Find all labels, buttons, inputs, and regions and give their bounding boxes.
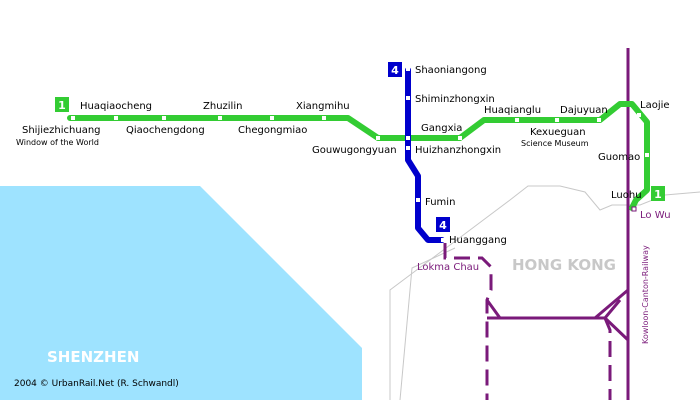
station-marker-lo-wu bbox=[631, 206, 637, 212]
region-label-hong-kong: HONG KONG bbox=[512, 256, 616, 274]
svg-text:4: 4 bbox=[439, 219, 447, 232]
station-lokma-chau: Lokma Chau bbox=[417, 262, 479, 273]
station-chegongmiao: Chegongmiao bbox=[238, 125, 307, 136]
station-marker bbox=[555, 118, 559, 122]
line-1-badge-right: 1 bbox=[651, 186, 665, 201]
sea-area bbox=[0, 186, 362, 400]
station-marker bbox=[597, 118, 601, 122]
line-4-badge-top: 4 bbox=[388, 62, 402, 77]
station-shijiezhichuang: Shijiezhichuang bbox=[22, 125, 101, 136]
station-lo-wu: Lo Wu bbox=[640, 210, 671, 221]
station-marker bbox=[645, 153, 649, 157]
station-shaoniangong: Shaoniangong bbox=[415, 65, 487, 76]
map-credit: 2004 © UrbanRail.Net (R. Schwandl) bbox=[14, 379, 179, 389]
line-1-route bbox=[67, 101, 650, 211]
station-marker bbox=[376, 136, 380, 140]
station-xiangmihu: Xiangmihu bbox=[296, 101, 350, 112]
rail-label-kcr: Kowloon-Canton-Railway bbox=[641, 245, 650, 344]
station-qiaochengdong: Qiaochengdong bbox=[126, 125, 205, 136]
station-marker bbox=[416, 198, 420, 202]
station-kexueguan: Kexueguan bbox=[530, 127, 586, 138]
station-marker bbox=[114, 116, 118, 120]
station-gouwugongyuan: Gouwugongyuan bbox=[312, 145, 397, 156]
station-marker bbox=[270, 116, 274, 120]
station-marker bbox=[406, 96, 410, 100]
station-shiminzhongxin: Shiminzhongxin bbox=[415, 94, 495, 105]
station-fumin: Fumin bbox=[425, 197, 455, 208]
station-marker bbox=[218, 116, 222, 120]
station-marker bbox=[162, 116, 166, 120]
svg-text:1: 1 bbox=[58, 99, 66, 112]
region-label-shenzhen: SHENZHEN bbox=[47, 348, 139, 366]
svg-text:1: 1 bbox=[654, 188, 662, 201]
svg-text:4: 4 bbox=[391, 64, 399, 77]
station-laojie: Laojie bbox=[640, 100, 670, 111]
station-guomao: Guomao bbox=[598, 152, 640, 163]
station-marker bbox=[71, 116, 75, 120]
station-shijiezhichuang-subtitle: Window of the World bbox=[16, 138, 99, 147]
station-huizhanzhongxin: Huizhanzhongxin bbox=[415, 145, 501, 156]
station-zhuzilin: Zhuzilin bbox=[203, 101, 242, 112]
station-marker bbox=[406, 67, 410, 71]
station-huanggang: Huanggang bbox=[449, 235, 507, 246]
station-marker bbox=[441, 238, 445, 242]
station-markers bbox=[71, 67, 649, 242]
station-marker bbox=[406, 136, 410, 140]
station-gangxia: Gangxia bbox=[421, 123, 462, 134]
station-marker bbox=[322, 116, 326, 120]
border-lines bbox=[389, 185, 700, 400]
line-4-badge-bottom: 4 bbox=[436, 217, 450, 232]
station-huaqianglu: Huaqianglu bbox=[484, 105, 541, 116]
station-marker bbox=[406, 146, 410, 150]
station-marker bbox=[515, 118, 519, 122]
station-dajuyuan: Dajuyuan bbox=[560, 105, 608, 116]
station-marker bbox=[458, 136, 462, 140]
station-marker bbox=[637, 113, 641, 117]
station-kexueguan-subtitle: Science Museum bbox=[521, 139, 589, 148]
station-luohu: Luohu bbox=[611, 190, 642, 201]
line-1-badge-left: 1 bbox=[55, 97, 69, 112]
station-huaqiaocheng: Huaqiaocheng bbox=[80, 101, 152, 112]
